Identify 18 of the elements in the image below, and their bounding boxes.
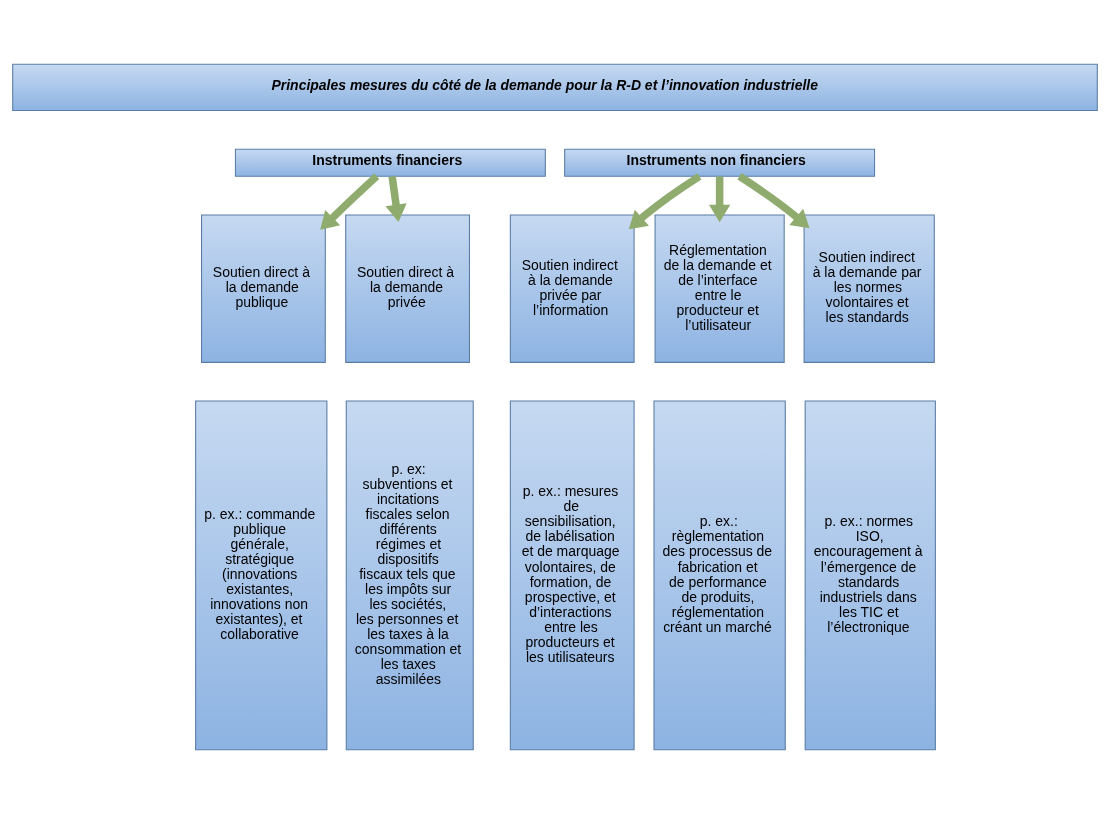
arrow: [385, 175, 407, 222]
node-box: p. ex.: commande publique générale, stratégique (innovations existantes, innovations non existantes), et collaborative: [195, 400, 328, 750]
node-box: Instruments non financiers: [564, 148, 876, 177]
node-box: Soutien indirect à la demande privée par l’information: [509, 213, 635, 363]
node-box: p. ex.: normes ISO, encouragement à l’émergence de standards industriels dans les TIC et l’électronique: [804, 400, 936, 750]
node-box: Réglementation de la demande et de l’interface entre le producteur et l’utilisateur: [654, 213, 785, 363]
node-box: p. ex.: mesures de sensibilisation, de labélisation et de marquage volontaires, de formation, de prospective, et d’interactions entre les producteurs et les utilisateurs: [509, 400, 635, 750]
arrow: [708, 176, 731, 222]
node-box: Soutien direct à la demande privée: [345, 213, 470, 363]
arrow: [320, 173, 380, 230]
node-box: Soutien indirect à la demande par les normes volontaires et les standards: [803, 213, 935, 363]
node-box: p. ex.: règlementation des processus de fabrication et de performance de produits, réglementation créant un marché: [653, 400, 786, 750]
node-box: Soutien direct à la demande publique: [201, 213, 326, 363]
arrow: [737, 172, 810, 228]
arrow: [628, 172, 702, 229]
node-box: p. ex: subventions et incitations fiscales selon différents régimes et dispositifs fiscaux tels que les impôts sur les sociétés, les personnes et les taxes à la consommation et les taxes assimilées: [345, 400, 474, 750]
node-box: Instruments financiers: [234, 148, 546, 177]
node-box: Principales mesures du côté de la demande pour la R-D et l’innovation industrielle: [12, 63, 1098, 111]
